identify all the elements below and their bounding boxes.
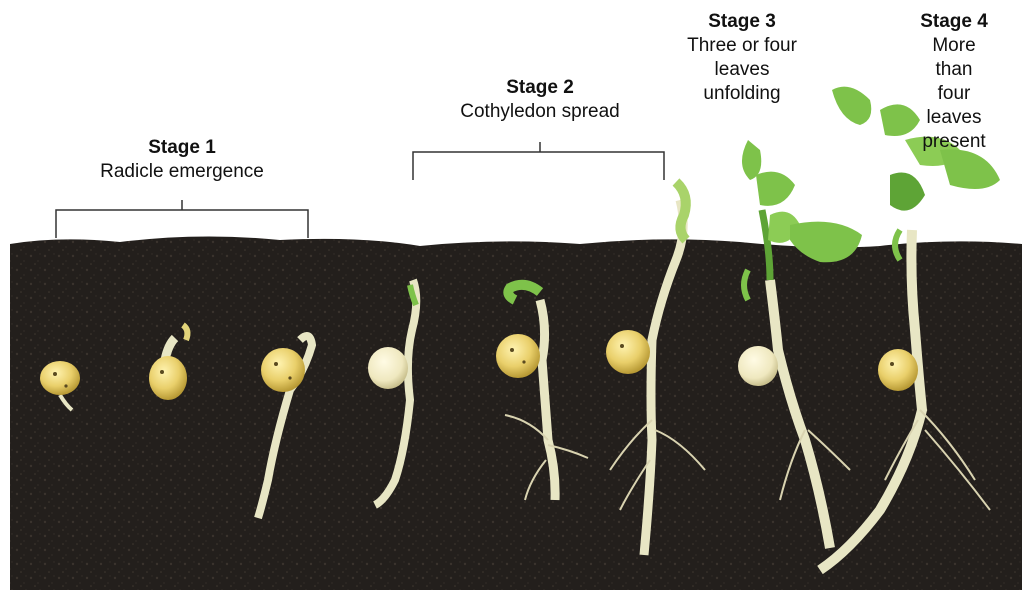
stage-2-title: Stage 2 [460,76,620,100]
stage-1-description: Radicle emergence [100,160,264,184]
stage-4-title: Stage 4 [920,10,988,34]
stage-4-description-line-1: More than [920,34,988,82]
stage-2-description: Cothyledon spread [460,100,620,124]
stage-1-label: Stage 1 Radicle emergence [100,136,264,184]
stage-1-title: Stage 1 [100,136,264,160]
stage-4-label: Stage 4 More than four leaves present [920,10,988,154]
stage-4-description-line-2: four leaves [920,82,988,130]
bracket-stage-1 [56,200,308,238]
stage-3-title: Stage 3 [687,10,797,34]
stage-2-label: Stage 2 Cothyledon spread [460,76,620,124]
stage-3-description-line-2: leaves [687,58,797,82]
stage-3-description-line-3: unfolding [687,82,797,106]
stage-3-label: Stage 3 Three or four leaves unfolding [687,10,797,106]
stage-4-description-line-3: present [920,130,988,154]
stage-3-description-line-1: Three or four [687,34,797,58]
bracket-stage-2 [413,142,664,180]
